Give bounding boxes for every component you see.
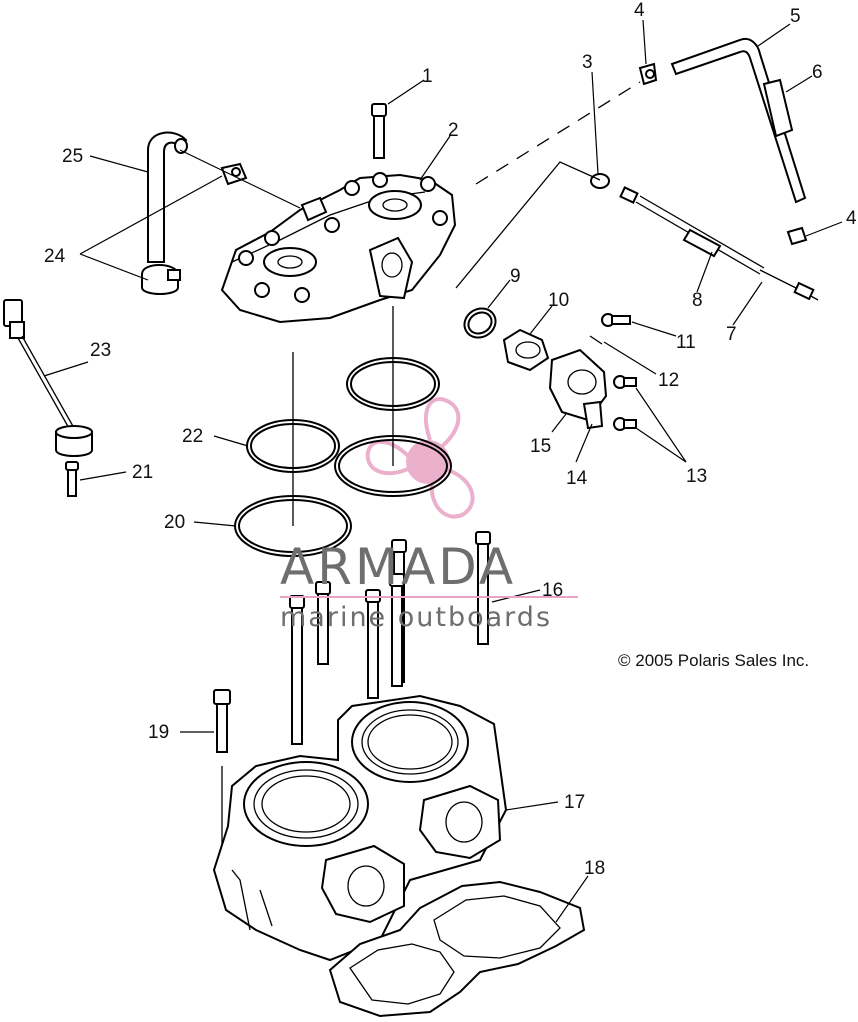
callout-3: 3 [582,52,593,73]
sensor-screw [65,461,79,497]
screw-11 [601,313,631,327]
vent-hose [670,38,807,204]
cable-assembly [619,186,819,301]
callout-12: 12 [658,370,679,391]
callout-10: 10 [548,290,569,311]
callout-19: 19 [148,722,169,743]
thermostat-o-ring [463,307,497,339]
leader-lines [43,19,843,923]
screws-13 [613,375,637,431]
base-gasket [328,880,586,1018]
reference-line [455,161,601,289]
washer-3 [590,173,610,189]
copyright-notice: © 2005 Polaris Sales Inc. [618,651,809,670]
bypass-hose [147,131,188,263]
callout-13: 13 [686,466,707,487]
callout-21: 21 [132,462,153,483]
hose-clamp-upper [220,162,248,186]
thermostat-housing [548,348,608,430]
callout-1: 1 [422,66,433,87]
cylinder-bolts [289,531,491,745]
callout-4-right: 4 [846,208,857,229]
watermark-tagline: marine outboards [280,602,552,633]
callout-15: 15 [530,436,551,457]
temperature-sensor [3,299,75,431]
callout-7: 7 [726,324,737,345]
callout-9: 9 [510,266,521,287]
callout-11: 11 [676,332,696,353]
watermark-logo-icon [365,397,475,519]
callout-5: 5 [790,6,801,27]
cylinder-head [220,172,457,324]
dashed-reference-line [475,81,641,185]
thermostat [502,328,550,372]
hose-clamp-4-top [638,62,658,86]
washer-12 [589,335,603,345]
callout-4-top: 4 [634,0,645,21]
callout-17: 17 [564,792,585,813]
callout-25: 25 [62,146,83,167]
callout-18: 18 [584,858,605,879]
sensor-grommet [55,425,93,457]
callout-14: 14 [566,468,588,489]
callout-23: 23 [90,340,111,361]
hose-clamp-lower [141,264,181,295]
hose-clamp-4-right [786,226,808,246]
callout-22: 22 [182,426,203,447]
cylinder-block [212,694,508,962]
head-bolt [371,103,387,159]
watermark-brand: ARMADA [280,538,516,596]
callout-8: 8 [692,290,703,311]
callout-6: 6 [812,62,823,83]
callout-24: 24 [44,246,66,267]
callout-20: 20 [164,512,185,533]
callout-16: 16 [542,580,563,601]
bolt-19 [213,689,231,753]
callout-2: 2 [448,120,459,141]
